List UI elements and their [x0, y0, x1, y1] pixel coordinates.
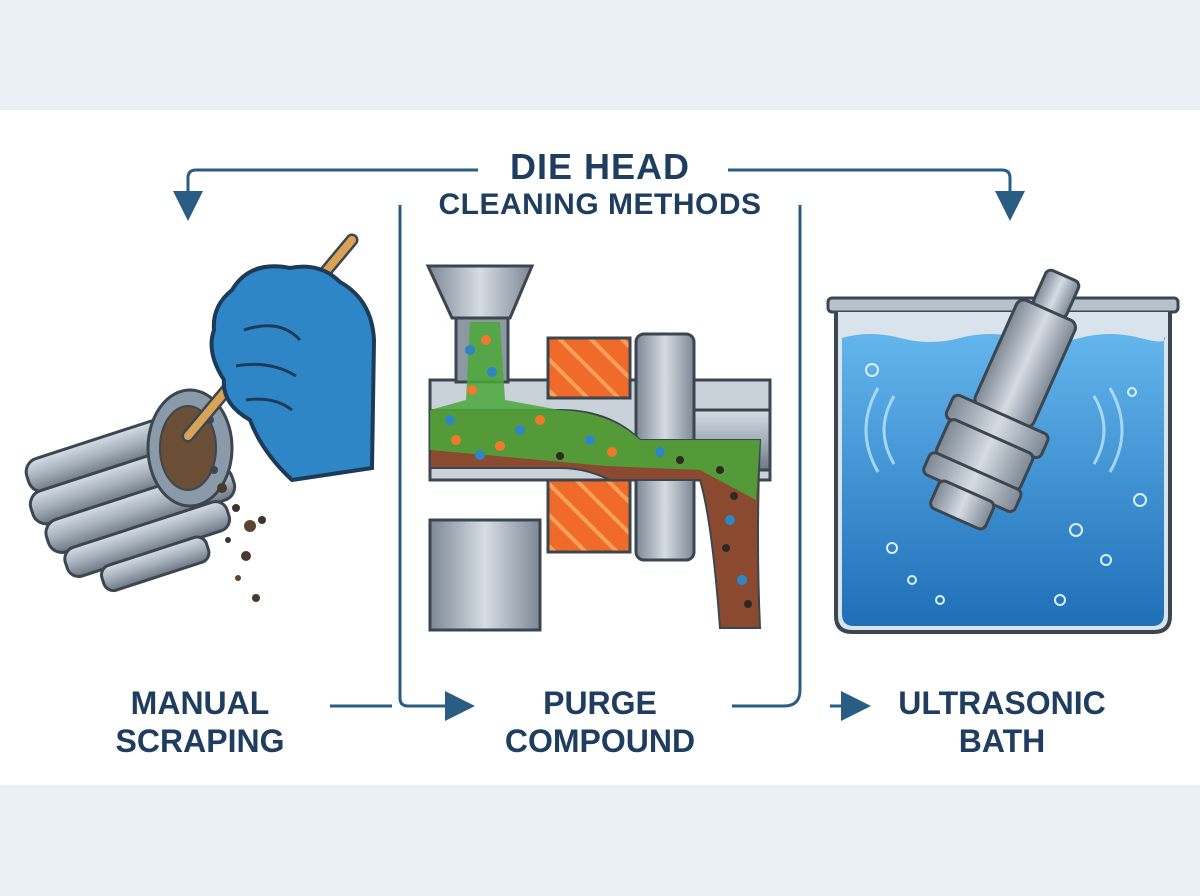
top-band: [0, 0, 1200, 110]
diagram-title-line2: CLEANING METHODS: [438, 188, 762, 221]
divider-right: [732, 205, 871, 721]
diagram-title-line1: DIE HEAD: [509, 146, 691, 187]
manual-scraping-label: MANUAL SCRAPING: [70, 684, 330, 760]
ultrasonic-tank-icon: [826, 268, 1180, 634]
divider-left: [398, 205, 475, 721]
purge-compound-line2: COMPOUND: [504, 723, 696, 759]
ultrasonic-bath-label: ULTRASONIC BATH: [872, 684, 1132, 760]
top-right-arrow: [728, 168, 1025, 221]
top-left-arrow: [173, 168, 478, 221]
manual-scraping-line2: SCRAPING: [115, 723, 285, 759]
purge-compound-label: PURGE COMPOUND: [470, 684, 730, 760]
gloved-hand-scraping-die-icon: [24, 233, 377, 602]
purge-compound-line1: PURGE: [543, 685, 657, 721]
ultrasonic-bath-line2: BATH: [958, 723, 1046, 759]
extruder-purge-cross-section-icon: [425, 264, 772, 632]
bottom-band: [0, 785, 1200, 896]
ultrasonic-bath-line1: ULTRASONIC: [898, 685, 1106, 721]
manual-scraping-line1: MANUAL: [130, 685, 270, 721]
